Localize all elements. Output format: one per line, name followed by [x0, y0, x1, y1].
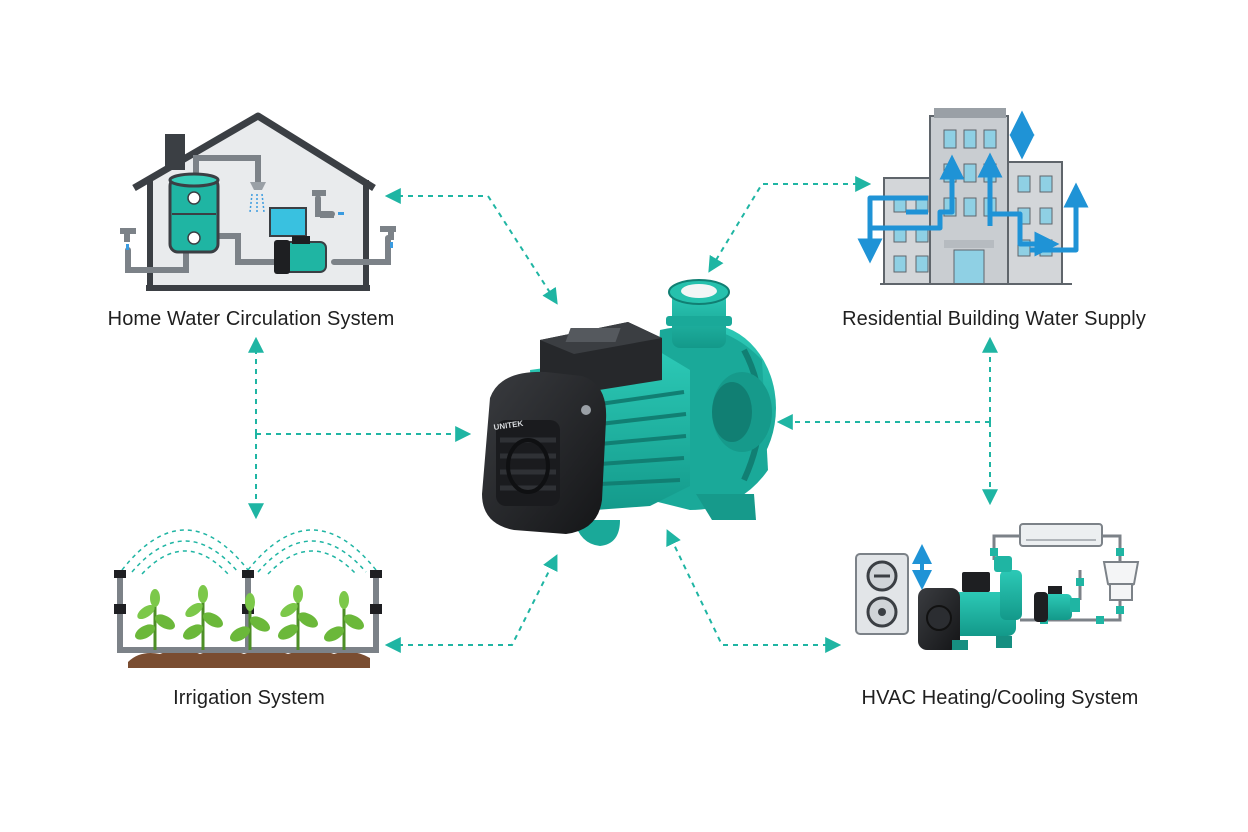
plant-row: [135, 585, 364, 650]
residential-building-illustration: [857, 108, 1089, 285]
hvac-pump: [918, 556, 1022, 650]
connector-home: [384, 188, 558, 305]
pump-brand-plate: UNITEK: [493, 419, 524, 432]
irrigation-illustration: [114, 529, 382, 668]
hvac-small-pump: [1034, 586, 1080, 622]
connector-lines: [248, 176, 998, 653]
hvac-illustration: [855, 523, 1140, 650]
label-irrigation-system: Irrigation System: [173, 687, 325, 709]
label-residential-water-supply: Residential Building Water Supply: [842, 308, 1146, 330]
central-pump: UNITEK: [482, 279, 776, 546]
connector-irrigation: [384, 554, 558, 653]
home-illustration: [120, 112, 396, 291]
connector-hvac: [666, 529, 842, 653]
label-home-water-circulation: Home Water Circulation System: [107, 308, 395, 330]
label-hvac-system: HVAC Heating/Cooling System: [861, 687, 1139, 709]
connector-residential: [708, 176, 872, 273]
